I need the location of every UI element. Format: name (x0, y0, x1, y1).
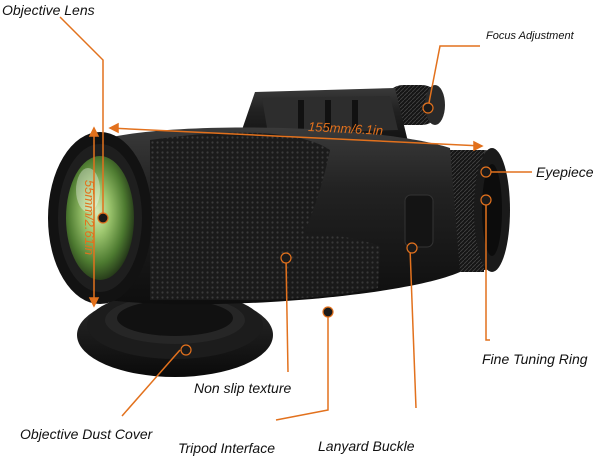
objective-lens-label: Objective Lens (2, 2, 95, 18)
non-slip-texture-label: Non slip texture (194, 380, 292, 396)
callout-dots (97, 102, 492, 356)
lanyard-buckle-label: Lanyard Buckle (318, 438, 415, 454)
fine-tuning-dot (480, 194, 492, 206)
objective-dust-cover-label: Objective Dust Cover (20, 426, 153, 442)
tripod-dot (322, 306, 334, 318)
lanyard-dot (406, 242, 418, 254)
diameter-dimension-label: 55mm/2.61in (82, 179, 98, 256)
objective-dust-cover (77, 291, 273, 377)
tripod-interface-label: Tripod Interface (178, 440, 276, 456)
eyepiece-label: Eyepiece (536, 164, 594, 180)
eyepiece-dot (480, 166, 492, 178)
texture-dot (280, 252, 292, 264)
focus-adjustment-label: Focus Adjustment (486, 30, 574, 42)
fine-tuning-ring-label: Fine Tuning Ring (482, 351, 588, 367)
monocular-body (100, 127, 460, 305)
dust-cover-dot (180, 344, 192, 356)
dimension-lines (88, 122, 484, 308)
callout-lines (59, 16, 532, 421)
objective-lens-dot (97, 212, 109, 224)
focus-adjustment-dot (422, 102, 434, 114)
